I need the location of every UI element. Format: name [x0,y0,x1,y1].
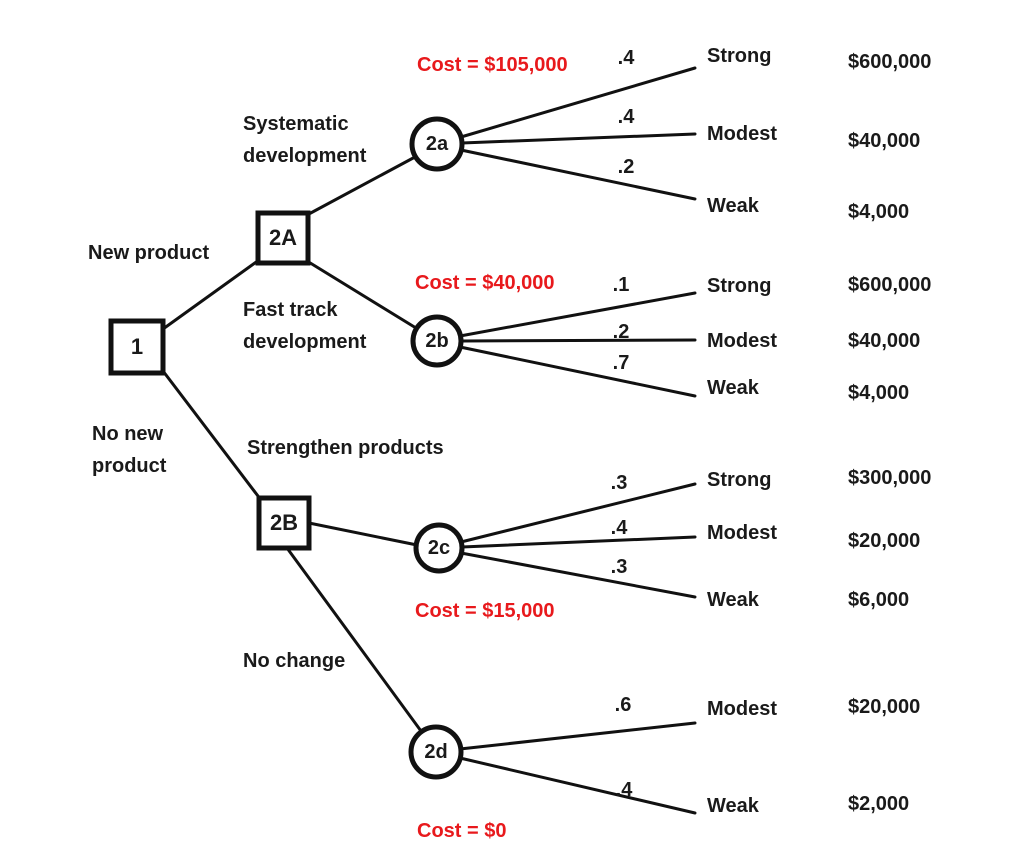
outcome-2d-modest: Modest [707,698,777,720]
node-label-2A: 2A [268,225,298,250]
probability-2a-modest: .4 [617,106,635,128]
branch-line-2B-2d [285,546,423,733]
node-label-2b: 2b [425,330,449,352]
probability-2a-weak: .2 [617,156,635,178]
payoff-2b-weak: $4,000 [848,382,910,404]
payoff-2b-modest: $40,000 [848,330,921,352]
branch-line-2a-weak [459,148,697,201]
outcome-2c-modest: Modest [707,522,777,544]
probability-2b-weak: .7 [612,352,630,374]
payoff-2a-modest: $40,000 [848,130,921,152]
probability-2d-modest: .6 [614,694,632,716]
payoff-2c-modest: $20,000 [848,530,921,552]
branch-label-new-product: New product [88,242,210,264]
branch-line-root-2B [161,369,263,502]
outcome-2c-strong: Strong [707,469,772,491]
branch-line-2d-modest [458,721,697,751]
branch-line-2b-strong [458,291,697,338]
payoff-2c-strong: $300,000 [848,467,932,489]
probability-2c-strong: .3 [610,472,628,494]
payoff-2b-strong: $600,000 [848,274,932,296]
branch-line-2A-2b [305,259,418,330]
cost-label-2d: Cost = $0 [417,820,507,842]
node-label-2d: 2d [424,741,448,763]
decision-node-2B-square [256,495,312,551]
probability-2c-weak: .3 [610,556,628,578]
branch-line-root-2A [161,258,261,331]
branch-line-2a-modest [460,132,697,145]
branch-line-2c-strong [459,482,697,544]
payoff-2a-weak: $4,000 [848,201,910,223]
branch-line-2A-2a [305,155,417,217]
cost-label-2b: Cost = $40,000 [415,272,555,294]
node-label-1: 1 [130,334,144,359]
branch-line-2d-weak [458,756,697,815]
branch-line-2c-modest [460,535,697,549]
branch-label-systematic-development: Systematic development [243,113,367,167]
cost-label-2a: Cost = $105,000 [417,54,568,76]
outcome-2b-strong: Strong [707,275,772,297]
node-label-2a: 2a [425,133,449,155]
outcome-2b-weak: Weak [707,377,759,399]
chance-node-2a-circle [409,116,465,172]
outcome-2d-weak: Weak [707,795,759,817]
outcome-2b-modest: Modest [707,330,777,352]
cost-label-2c: Cost = $15,000 [415,600,555,622]
outcome-2a-modest: Modest [707,123,777,145]
probability-2b-strong: .1 [612,274,630,296]
payoff-2d-weak: $2,000 [848,793,910,815]
branch-label-fast-track-development: Fast track development [243,299,367,353]
chance-node-2d-circle [408,724,464,780]
branch-label-no-change: No change [243,650,346,672]
outcome-2a-weak: Weak [707,195,759,217]
probability-2d-weak: .4 [615,779,633,801]
branch-line-2c-weak [459,551,697,599]
chance-node-2c-circle [413,522,465,574]
decision-node-2A-square [255,210,311,266]
payoff-2c-weak: $6,000 [848,589,910,611]
branch-line-2a-strong [459,66,697,139]
outcome-2a-strong: Strong [707,45,772,67]
branch-label-strengthen-products: Strengthen products [247,437,444,459]
probability-2a-strong: .4 [617,47,635,69]
branch-line-2b-weak [458,345,697,398]
payoff-2a-strong: $600,000 [848,51,932,73]
probability-2c-modest: .4 [610,517,628,539]
decision-node-1-square [108,318,166,376]
node-label-2B: 2B [269,510,299,535]
branch-line-2b-modest [459,338,697,343]
outcome-2c-weak: Weak [707,589,759,611]
node-label-2c: 2c [427,537,451,559]
branch-line-2B-2c [307,521,419,547]
chance-node-2b-circle [410,314,464,368]
payoff-2d-modest: $20,000 [848,696,921,718]
probability-2b-modest: .2 [612,321,630,343]
branch-label-no-new-product: No new product [92,423,167,477]
